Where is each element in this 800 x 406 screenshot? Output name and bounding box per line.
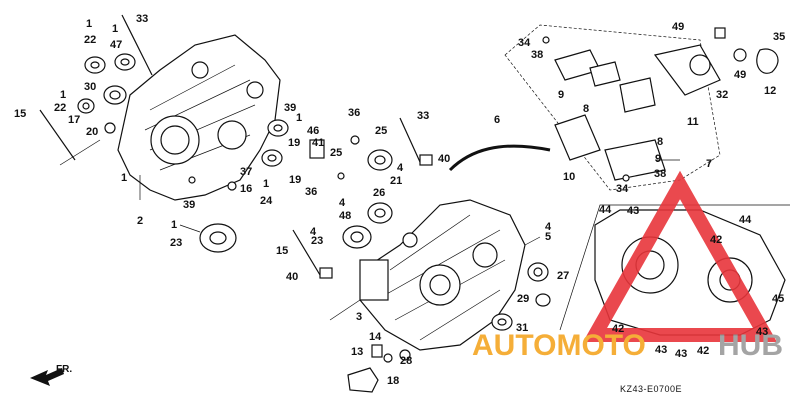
callout-left-12: 2 [137,215,143,227]
callout-left-13: 1 [171,219,177,231]
leader-lines [59,139,680,321]
callout-right-31: 43 [655,344,667,356]
callout-left-5: 30 [84,81,96,93]
callout-middle-18: 4 [339,197,346,209]
callout-left-8: 15 [14,108,26,120]
callout-left-7: 22 [54,102,66,114]
callout-right-9: 11 [687,116,699,128]
callout-right-13: 38 [654,168,666,180]
callout-middle-13: 25 [375,125,387,137]
callout-right-26: 43 [627,205,639,217]
callout-right-21: 13 [351,346,363,358]
right-lower-parts [347,262,551,393]
callout-middle-19: 48 [339,210,351,222]
callout-right-8: 12 [764,85,776,97]
callout-right-20: 31 [516,322,528,334]
callout-right-1: 38 [531,49,543,61]
callout-right-7: 32 [716,89,728,101]
callout-right-23: 28 [400,355,412,367]
callout-middle-16: 21 [390,175,402,187]
callout-middle-2: 46 [307,125,319,137]
watermark-text-hub: HUB [718,329,783,362]
callout-left-10: 20 [86,126,98,138]
fr-label: FR. [56,364,72,375]
right-crankcase [359,199,526,351]
callout-right-10: 10 [563,171,575,183]
callout-right-5: 35 [773,31,785,43]
callout-left-15: 39 [183,199,195,211]
callout-middle-6: 19 [289,174,301,186]
callout-middle-7: 16 [240,183,252,195]
callout-right-14: 34 [616,183,629,195]
callout-right-15: 7 [706,158,712,170]
callout-left-0: 1 [86,18,92,30]
callout-right-24: 18 [387,375,399,387]
callout-middle-9: 24 [260,195,273,207]
callout-right-18: 27 [557,270,569,282]
callout-middle-3: 41 [312,137,324,149]
callout-left-9: 17 [68,114,80,126]
callout-left-3: 47 [110,39,122,51]
callout-middle-25: 6 [494,114,500,126]
callout-right-28: 44 [739,214,752,226]
callout-right-29: 45 [772,293,784,305]
reed-valve-assembly [504,24,779,191]
callout-middle-12: 25 [330,147,342,159]
callout-right-32: 43 [675,348,687,360]
callout-middle-5: 37 [240,166,252,178]
callout-middle-15: 4 [397,162,404,174]
callout-middle-26: 40 [438,153,450,165]
callout-right-4: 49 [672,21,684,33]
front-arrow: FR. [30,364,72,386]
callout-left-1: 22 [84,34,96,46]
callout-middle-4: 19 [288,137,300,149]
callout-middle-24: 3 [356,311,362,323]
callout-right-12: 9 [655,153,661,165]
callout-left-2: 1 [112,23,118,35]
callout-middle-17: 26 [373,187,385,199]
diagram-code: KZ43-E0700E [620,384,682,394]
callout-right-2: 9 [558,89,564,101]
callout-right-19: 29 [517,293,529,305]
callout-left-4: 33 [136,13,148,25]
callout-right-30: 42 [612,323,624,335]
callout-right-34: 43 [756,326,768,338]
callout-right-22: 14 [369,331,382,343]
callout-middle-8: 1 [263,178,269,190]
callout-right-0: 34 [518,37,531,49]
callout-middle-14: 33 [417,110,429,122]
callout-middle-10: 36 [348,107,360,119]
callout-left-6: 1 [60,89,66,101]
callout-right-3: 8 [583,103,589,115]
callout-right-25: 44 [599,204,612,216]
watermark-text-auto: AUTOMOTO [472,329,646,362]
callout-middle-21: 23 [311,235,323,247]
callout-middle-23: 40 [286,271,298,283]
callout-right-17: 5 [545,231,551,243]
callout-right-11: 8 [657,136,663,148]
callout-right-33: 42 [697,345,709,357]
watermark-logo: AUTOMOTO HUB [472,170,783,362]
middle-parts [227,117,433,279]
callout-middle-20: 4 [310,226,317,238]
callout-left-14: 23 [170,237,182,249]
callout-left-11: 1 [121,172,127,184]
callout-right-27: 42 [710,234,722,246]
left-bearings [39,14,237,253]
callout-right-16: 4 [545,221,552,233]
breather-hose [448,144,551,172]
left-crankcase [117,34,281,201]
callout-middle-11: 36 [305,186,317,198]
callout-middle-22: 15 [276,245,288,257]
callout-middle-1: 1 [296,112,302,124]
callout-middle-0: 39 [284,102,296,114]
callout-right-6: 49 [734,69,746,81]
